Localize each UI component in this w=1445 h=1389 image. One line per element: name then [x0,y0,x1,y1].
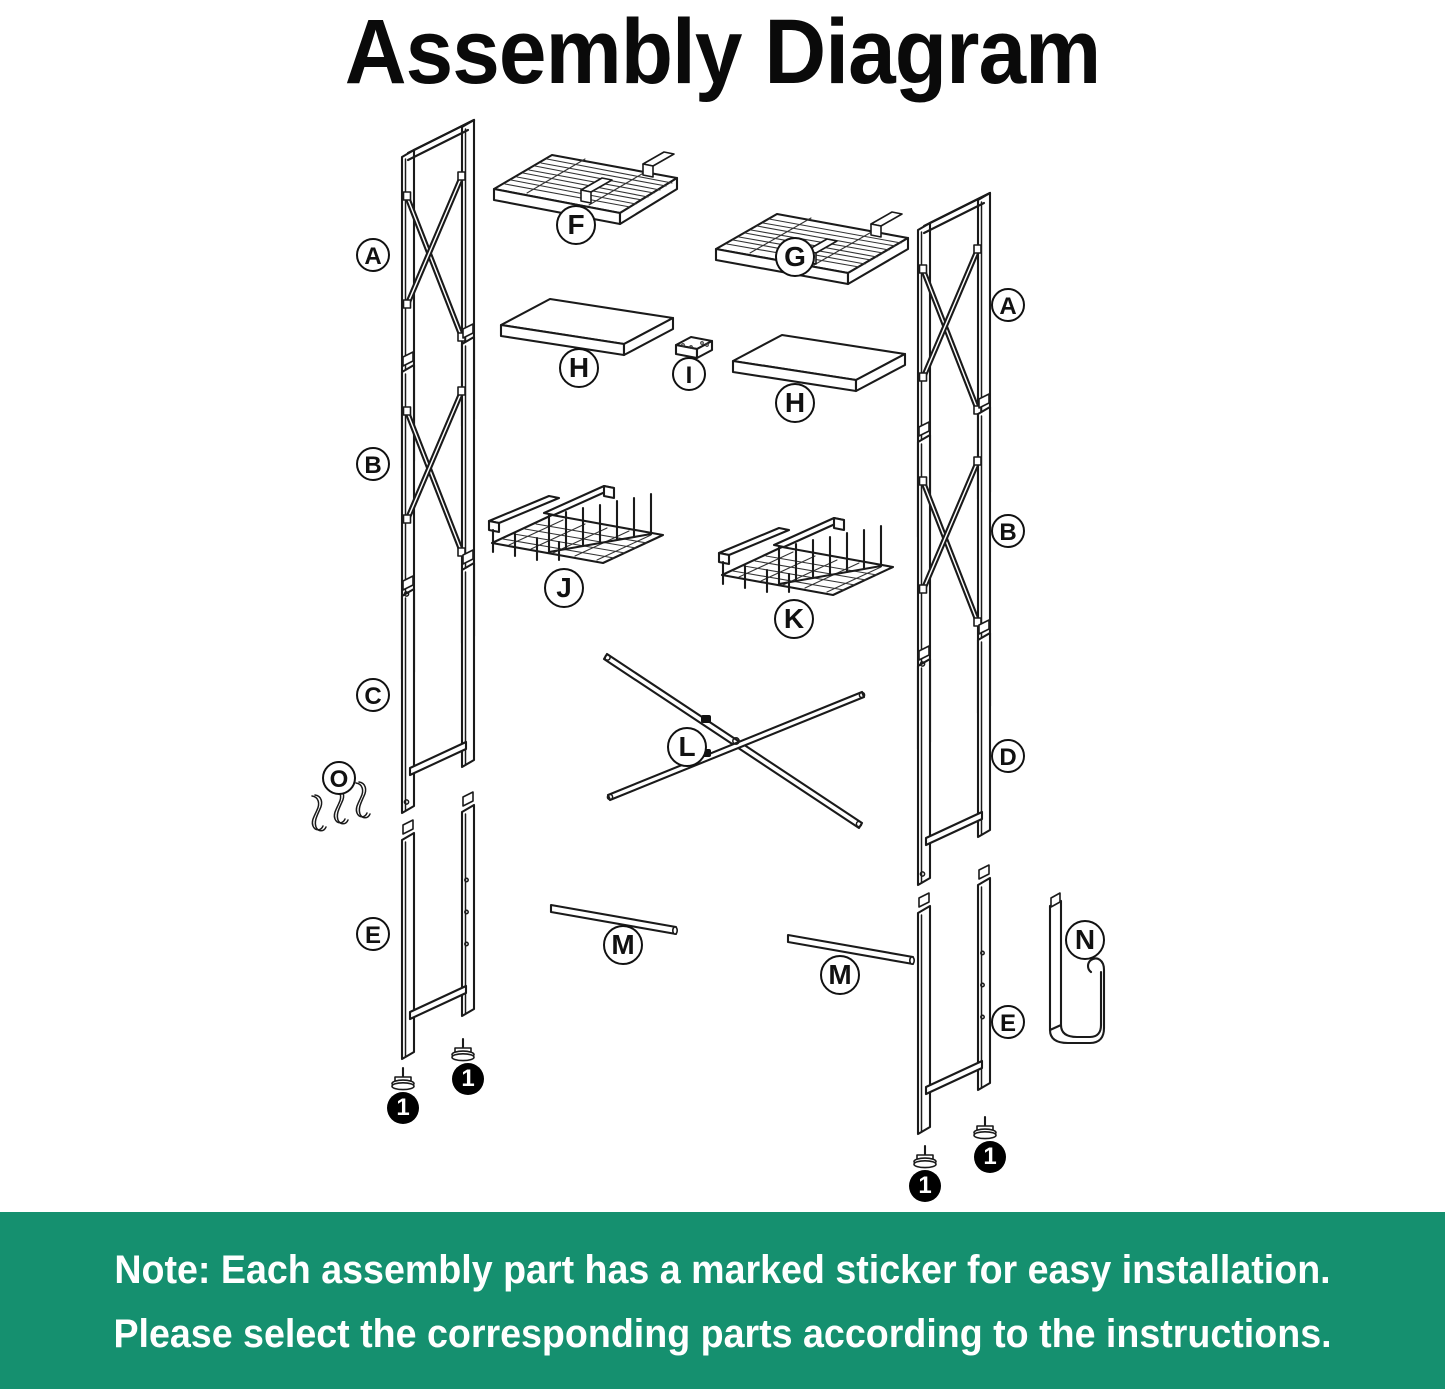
part-badge-B-right: B [991,514,1025,548]
part-badge-M-right: M [820,955,860,995]
left-frame-column [390,118,476,1091]
part-E-right-frame-section [916,864,992,1136]
quantity-badge-foot-left-front: 1 [387,1092,419,1124]
part-badge-A-right: A [991,288,1025,322]
leveling-foot-left-front [390,1066,416,1091]
part-E-left-frame-section [400,791,476,1061]
part-badge-F: F [556,205,596,245]
part-badge-N: N [1065,920,1105,960]
quantity-badge-foot-left-rear: 1 [452,1063,484,1095]
part-badge-C-left: C [356,678,390,712]
part-M-right-tube [786,933,915,966]
part-D-right-frame-section [916,619,992,887]
part-badge-O: O [322,761,356,795]
page-title: Assembly Diagram [344,1,1101,103]
part-K-wire-basket [717,516,895,597]
part-badge-M-left: M [603,925,643,965]
part-badge-E-right: E [991,1005,1025,1039]
part-badge-H-right: H [775,383,815,423]
part-badge-H-left: H [559,348,599,388]
part-H-right-board [731,333,907,393]
part-badge-I: I [672,357,706,391]
part-M-left-tube [549,903,678,936]
part-C-left-frame-section [400,549,476,815]
part-badge-G: G [775,237,815,277]
quantity-badge-foot-right-rear: 1 [974,1141,1006,1173]
part-badge-A-left: A [356,238,390,272]
leveling-foot-left-rear [450,1037,476,1062]
part-N-hanging-bar [1048,892,1106,1045]
part-J-wire-basket [487,484,665,565]
right-frame-column [912,191,998,1169]
part-badge-L: L [667,727,707,767]
part-badge-B-left: B [356,447,390,481]
leveling-foot-right-front [912,1144,938,1169]
note-line-2: Please select the corresponding parts ac… [113,1312,1332,1356]
part-I-mounting-plate [674,335,714,360]
part-badge-K: K [774,599,814,639]
part-badge-J: J [544,568,584,608]
part-badge-D-right: D [991,739,1025,773]
part-L-cross-rods [602,652,866,830]
note-banner: Note: Each assembly part has a marked st… [0,1212,1445,1389]
note-line-1: Note: Each assembly part has a marked st… [114,1248,1331,1292]
leveling-foot-right-rear [972,1115,998,1140]
quantity-badge-foot-right-front: 1 [909,1170,941,1202]
part-H-left-board [499,297,675,357]
part-badge-E-left: E [356,917,390,951]
